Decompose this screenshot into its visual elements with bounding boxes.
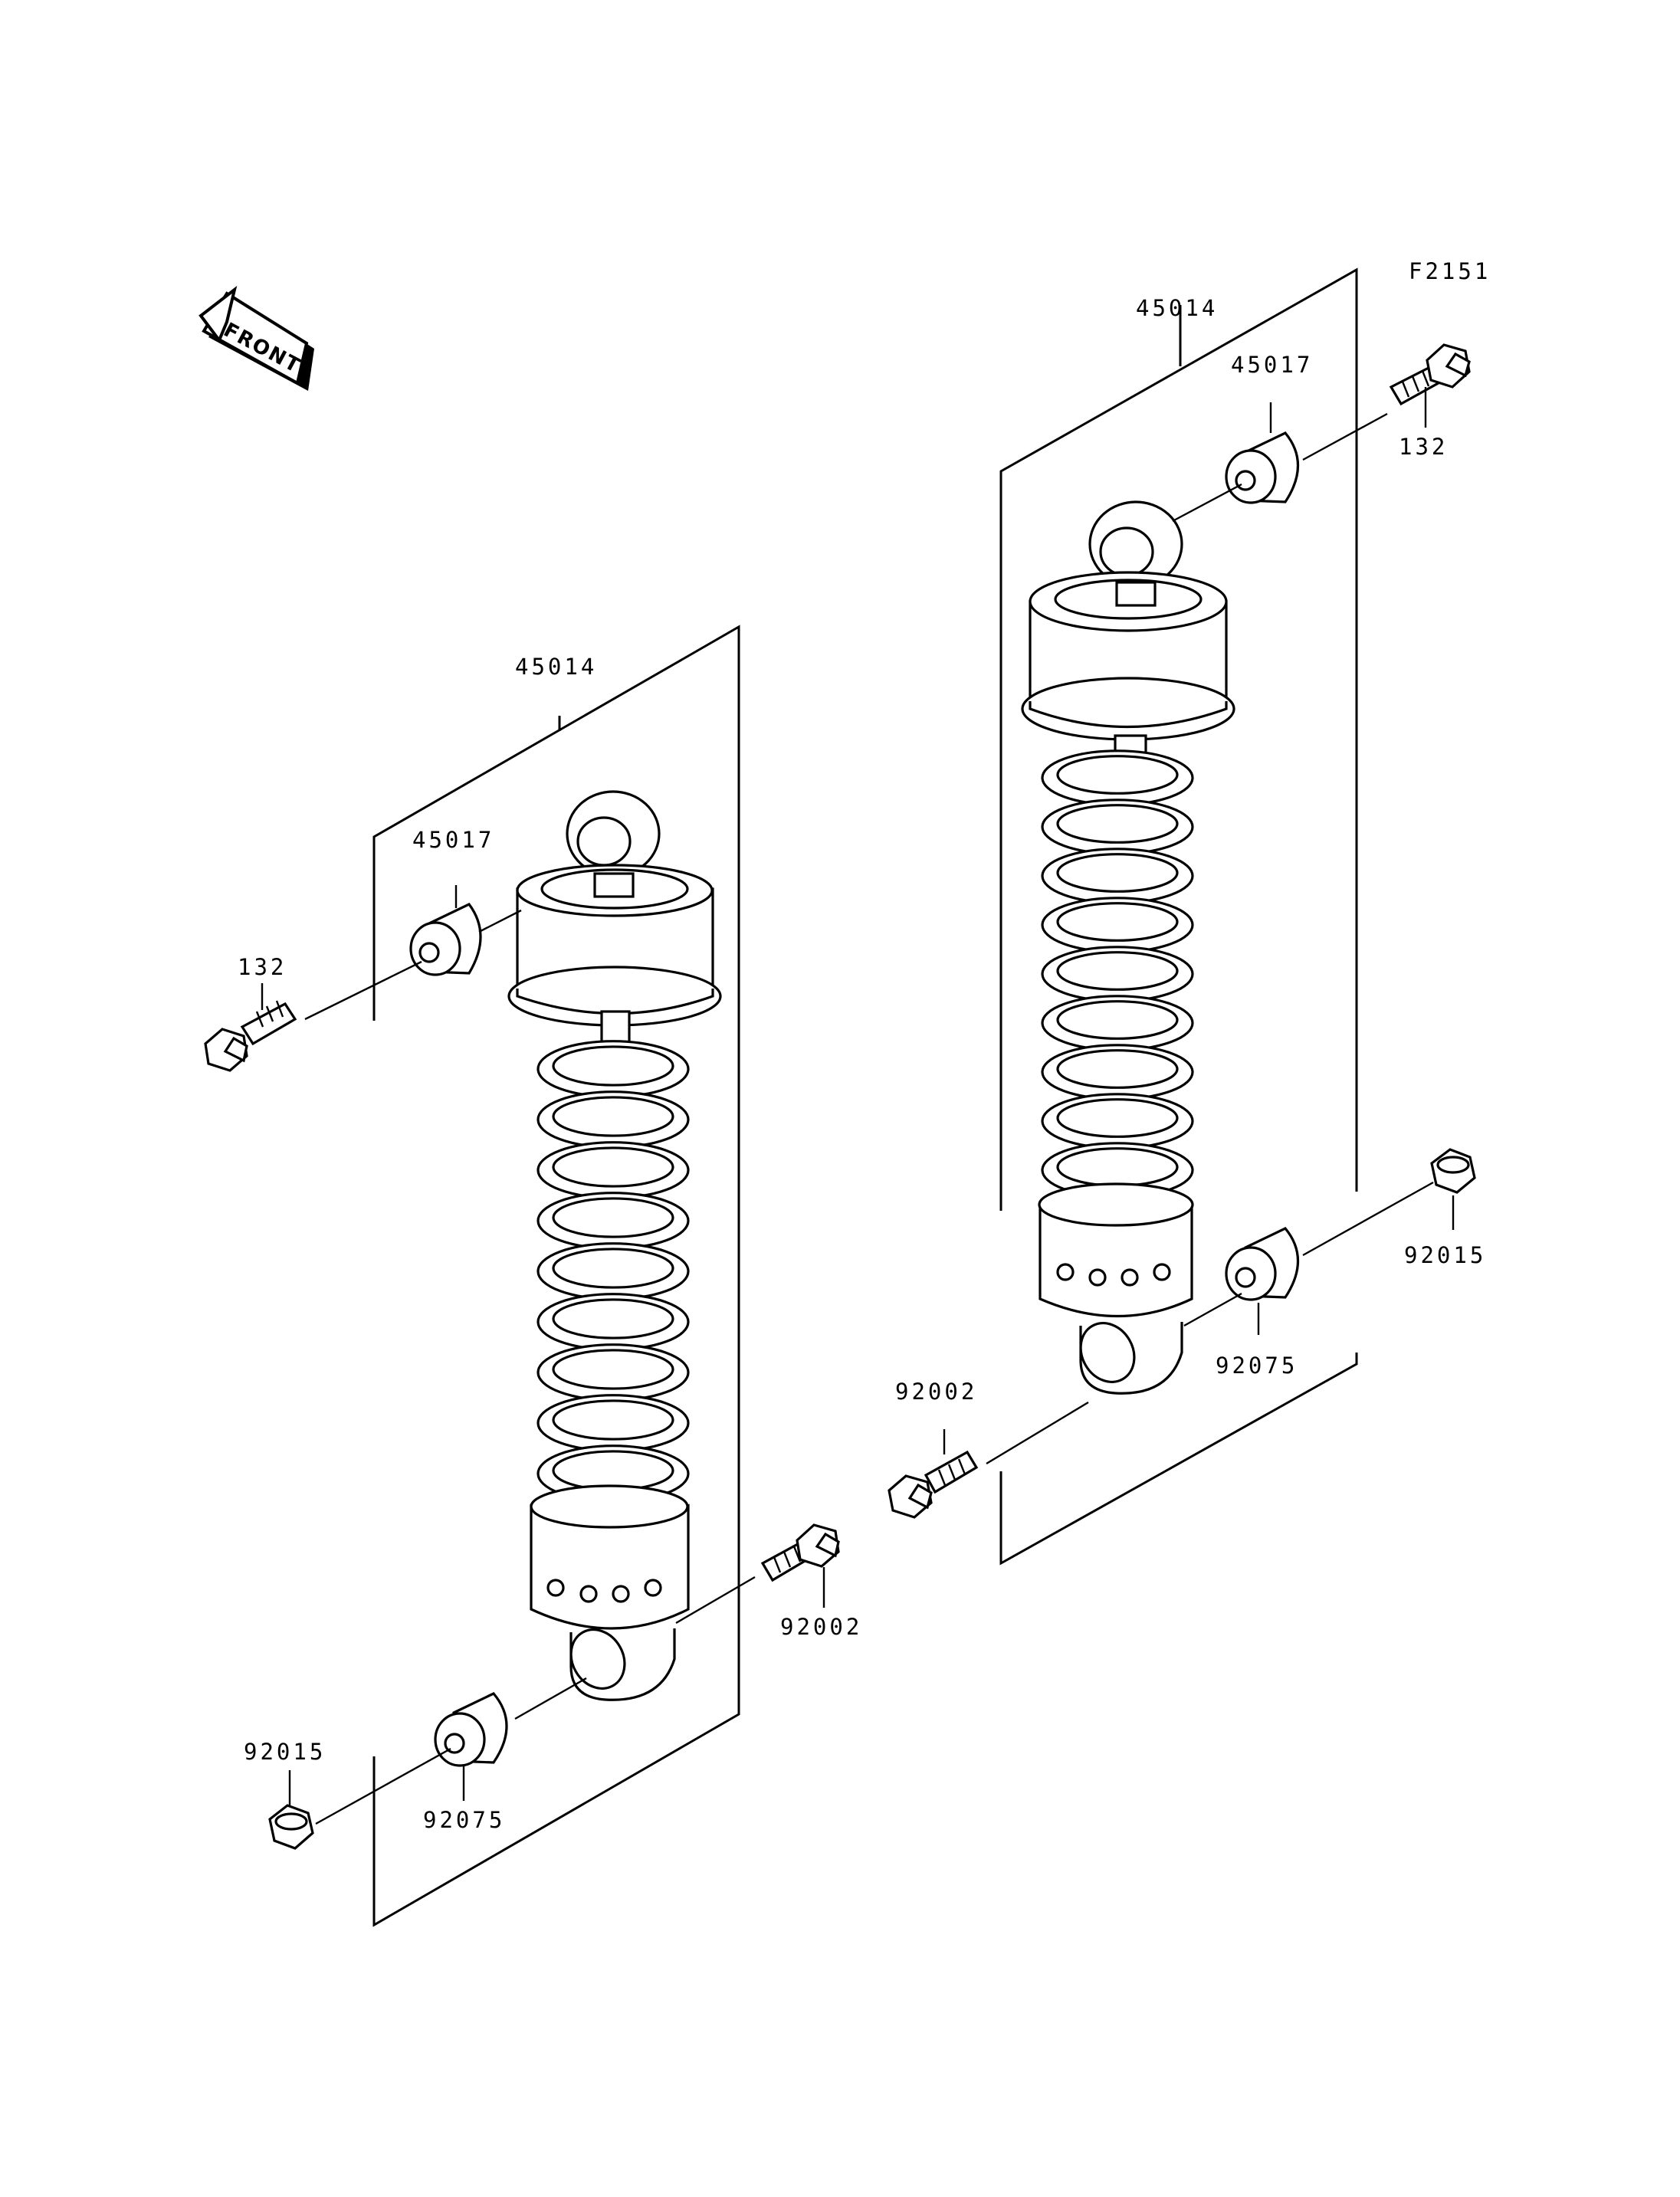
- left-shock-absorber: [507, 790, 722, 1701]
- right-upper-bolt-label: 132: [1399, 434, 1448, 460]
- right-lower-nut: [1302, 1148, 1476, 1257]
- right-lower-bolt: [888, 1401, 1089, 1519]
- spring-coil-inner: [552, 1197, 674, 1238]
- spring-coil-inner: [552, 1349, 674, 1390]
- figure-code: F2151: [1409, 258, 1491, 284]
- left-assembly-frame: [372, 625, 740, 1927]
- left-lower-collar: [434, 1677, 587, 1801]
- spring-coil-inner: [1056, 1000, 1179, 1040]
- right-lower-collar: [1183, 1227, 1299, 1335]
- spring-coil-inner: [552, 1146, 674, 1188]
- spring-coil-inner: [552, 1045, 674, 1087]
- left-upper-bolt: [204, 960, 422, 1072]
- right-bushing: [1172, 402, 1388, 523]
- spring-coil-inner: [1056, 1098, 1179, 1138]
- spring-coil-inner: [1056, 1147, 1179, 1187]
- right-upper-bolt: [1389, 343, 1471, 428]
- spring-coil-inner: [1056, 951, 1179, 991]
- spring-coil-inner: [552, 1450, 674, 1491]
- right-lower-nut-label: 92015: [1404, 1242, 1486, 1268]
- left-shock-label: 45014: [515, 654, 597, 680]
- spring-coil-inner: [552, 1096, 674, 1137]
- right-lower-collar-label: 92075: [1216, 1353, 1298, 1379]
- left-lower-bolt-label: 92002: [780, 1614, 862, 1640]
- right-bushing-label: 45017: [1231, 352, 1313, 378]
- left-lower-collar-label: 92075: [423, 1807, 505, 1833]
- spring-coil-inner: [1056, 804, 1179, 844]
- spring-coil-inner: [1056, 902, 1179, 942]
- left-lower-nut: [268, 1747, 451, 1850]
- right-spring-coils: [1041, 749, 1194, 1199]
- spring-coil-inner: [552, 1248, 674, 1289]
- right-shock-absorber: [1021, 500, 1235, 1395]
- spring-coil-inner: [1056, 755, 1179, 795]
- right-shock-label: 45014: [1136, 295, 1218, 321]
- left-spring-coils: [536, 1040, 690, 1503]
- spring-coil-inner: [552, 1399, 674, 1441]
- right-assembly-frame: [999, 267, 1358, 1566]
- front-arrow-icon: FRONT: [199, 285, 314, 391]
- spring-coil-inner: [1056, 853, 1179, 893]
- left-bushing-label: 45017: [412, 827, 494, 853]
- left-upper-bolt-label: 132: [238, 954, 287, 980]
- left-lower-bolt: [675, 1523, 840, 1625]
- spring-coil-inner: [1056, 1049, 1179, 1089]
- spring-coil-inner: [552, 1298, 674, 1340]
- left-bushing: [409, 885, 522, 976]
- left-lower-nut-label: 92015: [244, 1739, 326, 1765]
- right-lower-bolt-label: 92002: [895, 1379, 977, 1405]
